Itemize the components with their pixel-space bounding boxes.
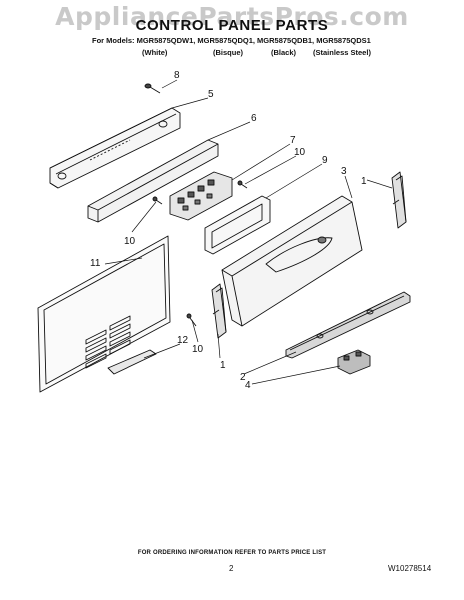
part-end-cap-1b bbox=[211, 283, 227, 339]
callout-1-right: 1 bbox=[361, 176, 367, 187]
callout-1-left: 1 bbox=[220, 360, 226, 371]
part-bracket-12 bbox=[107, 349, 157, 375]
part-control-panel-3 bbox=[221, 195, 363, 327]
callout-11: 11 bbox=[90, 258, 101, 269]
callout-2: 2 bbox=[240, 372, 246, 383]
variant-stainless-steel: (Stainless Steel) bbox=[313, 48, 371, 57]
callout-4: 4 bbox=[245, 380, 251, 391]
variant-black: (Black) bbox=[271, 48, 297, 57]
part-control-board-7 bbox=[169, 171, 233, 221]
callout-10-lower: 10 bbox=[192, 344, 204, 355]
callout-10-upper: 10 bbox=[294, 147, 306, 158]
part-screw-10b bbox=[237, 180, 248, 189]
part-switch-4 bbox=[337, 349, 371, 375]
callout-3: 3 bbox=[341, 166, 347, 177]
document-number: W10278514 bbox=[388, 564, 432, 573]
ordering-note: FOR ORDERING INFORMATION REFER TO PARTS … bbox=[137, 550, 327, 556]
vent-slots bbox=[85, 315, 131, 369]
page-number: 2 bbox=[229, 564, 234, 573]
callout-5: 5 bbox=[208, 89, 214, 100]
page-title: CONTROL PANEL PARTS bbox=[135, 17, 329, 34]
callout-12: 12 bbox=[177, 335, 189, 346]
part-overlay-frame-9 bbox=[204, 195, 271, 255]
part-screw-10c bbox=[186, 313, 197, 327]
callout-7: 7 bbox=[290, 135, 296, 146]
callout-6: 6 bbox=[251, 113, 257, 124]
callout-8: 8 bbox=[174, 70, 180, 81]
part-heat-shield-11 bbox=[37, 235, 171, 393]
variant-bisque: (Bisque) bbox=[213, 48, 243, 57]
leader-lines bbox=[104, 79, 393, 385]
variant-white: (White) bbox=[142, 48, 168, 57]
callout-9: 9 bbox=[322, 155, 328, 166]
callout-labels: 8 5 6 7 10 9 3 1 10 11 12 10 1 2 4 bbox=[90, 70, 367, 391]
models-line: For Models: MGR5875QDW1, MGR5875QDQ1, MG… bbox=[92, 36, 371, 45]
part-rear-trim-2 bbox=[285, 291, 411, 359]
part-rear-bracket-5 bbox=[49, 107, 181, 189]
part-end-cap-1a bbox=[391, 171, 407, 229]
part-screw-8 bbox=[144, 83, 161, 94]
callout-10-left: 10 bbox=[124, 236, 136, 247]
watermark-text: AppliancePartsPros.com bbox=[55, 2, 409, 31]
part-screw-10a bbox=[152, 196, 163, 205]
